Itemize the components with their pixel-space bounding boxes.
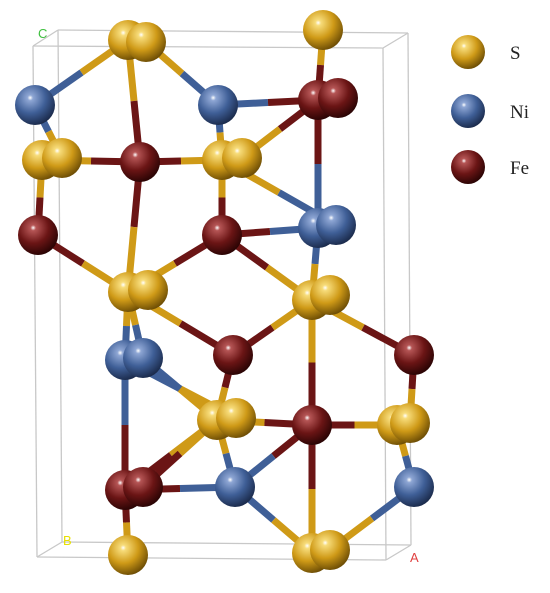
atom-s <box>303 10 343 50</box>
atom-s <box>128 270 168 310</box>
atom-ni <box>123 338 163 378</box>
atom-s <box>310 530 350 570</box>
atom-ni <box>316 205 356 245</box>
atom-s <box>390 403 430 443</box>
atoms-layer <box>15 10 434 575</box>
atom-s <box>108 535 148 575</box>
atom-ni <box>215 467 255 507</box>
atom-fe <box>318 78 358 118</box>
atom-s <box>42 138 82 178</box>
atom-fe <box>202 215 242 255</box>
axis-label-a: A <box>410 550 419 565</box>
atom-s <box>310 275 350 315</box>
legend-item-s: S <box>451 35 521 69</box>
atom-s <box>222 138 262 178</box>
atom-fe <box>18 215 58 255</box>
legend-label-ni: Ni <box>510 102 529 123</box>
legend: S Ni Fe <box>451 35 529 184</box>
atom-ni <box>15 85 55 125</box>
axis-label-b: B <box>63 533 72 548</box>
atom-fe <box>120 142 160 182</box>
legend-label-s: S <box>510 43 521 64</box>
legend-label-fe: Fe <box>510 158 529 179</box>
atom-fe <box>123 467 163 507</box>
legend-swatch-ni <box>451 94 485 128</box>
atom-s <box>126 22 166 62</box>
atom-s <box>216 398 256 438</box>
atom-fe <box>394 335 434 375</box>
atom-fe <box>292 405 332 445</box>
atom-fe <box>213 335 253 375</box>
axis-label-c: C <box>38 26 47 41</box>
legend-swatch-fe <box>451 150 485 184</box>
legend-item-ni: Ni <box>451 94 529 128</box>
atom-ni <box>198 85 238 125</box>
legend-swatch-s <box>451 35 485 69</box>
atom-ni <box>394 467 434 507</box>
legend-item-fe: Fe <box>451 150 529 184</box>
